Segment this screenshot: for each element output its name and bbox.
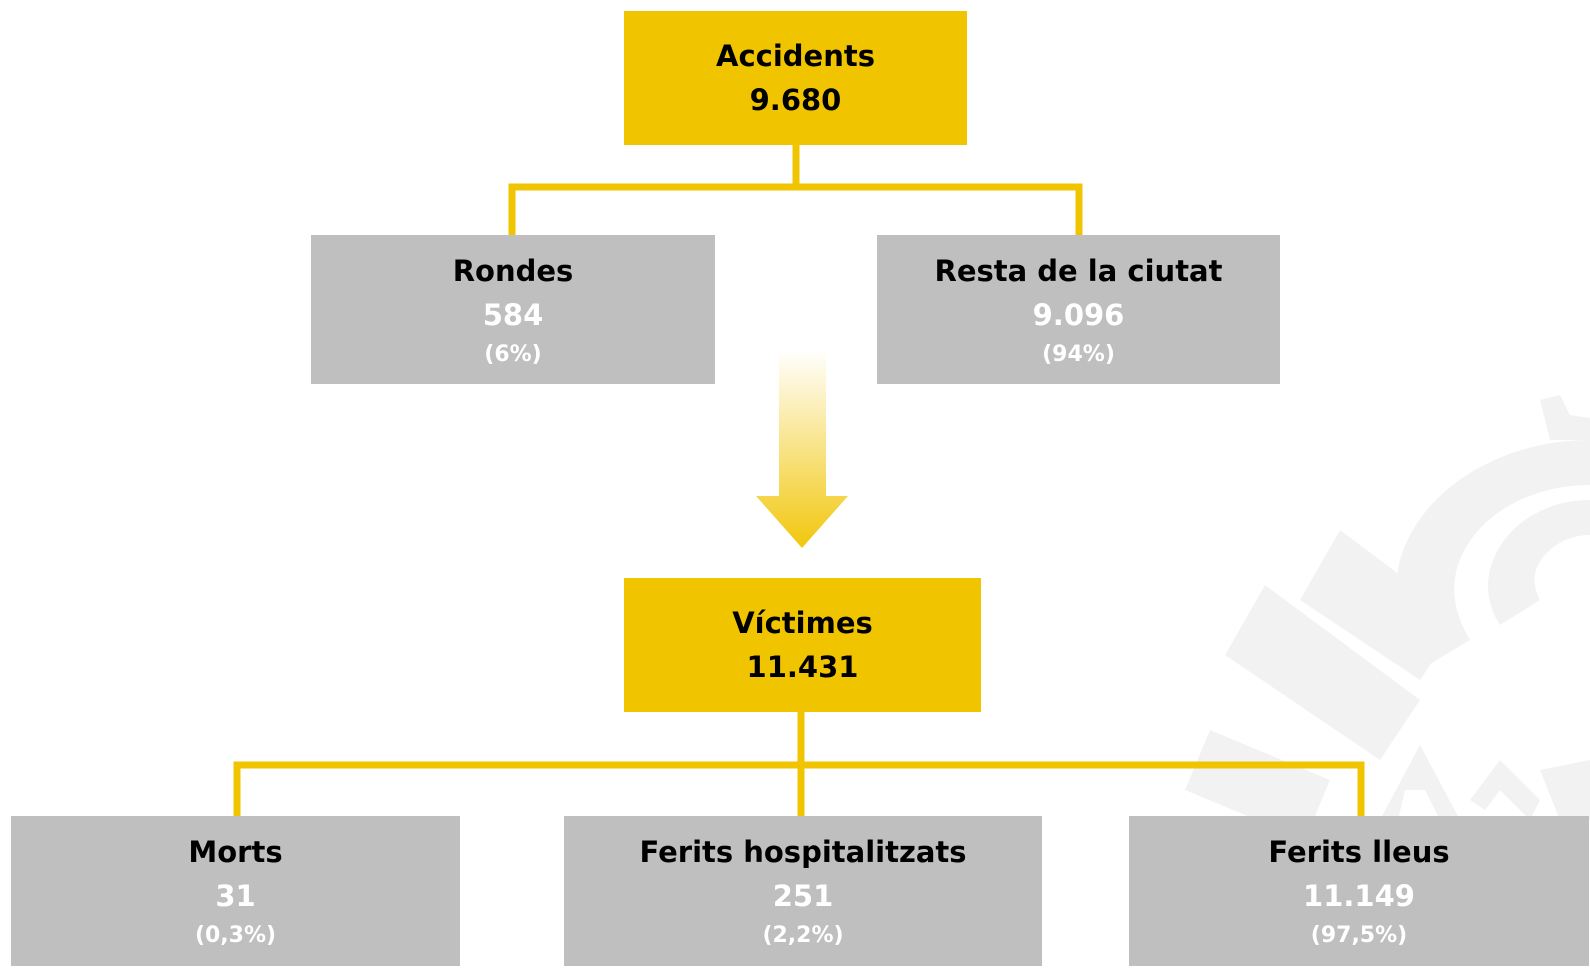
ferits-hospitalitzats-label: Ferits hospitalitzats — [639, 835, 967, 869]
rondes-value: 584 — [482, 298, 544, 332]
victimes-label: Víctimes — [732, 606, 873, 640]
resta-ciutat-value: 9.096 — [1032, 298, 1125, 332]
morts-value: 31 — [215, 879, 256, 913]
resta-ciutat-percent: (94%) — [1042, 342, 1115, 367]
accidents-label: Accidents — [716, 39, 875, 73]
down-arrow-icon — [756, 350, 848, 548]
morts-label: Morts — [188, 835, 283, 869]
ferits-hospitalitzats-box: Ferits hospitalitzats 251 (2,2%) — [564, 816, 1042, 966]
resta-ciutat-box: Resta de la ciutat 9.096 (94%) — [877, 235, 1280, 384]
ferits-lleus-label: Ferits lleus — [1268, 835, 1450, 869]
victimes-value: 11.431 — [746, 650, 859, 684]
ferits-hospitalitzats-value: 251 — [772, 879, 834, 913]
ferits-hospitalitzats-percent: (2,2%) — [762, 923, 844, 948]
accidents-box: Accidents 9.680 — [624, 11, 967, 145]
rondes-percent: (6%) — [484, 342, 542, 367]
morts-percent: (0,3%) — [194, 923, 277, 948]
victimes-box: Víctimes 11.431 — [624, 578, 981, 712]
accidents-value: 9.680 — [749, 83, 842, 117]
ferits-lleus-value: 11.149 — [1303, 879, 1415, 913]
ferits-lleus-percent: (97,5%) — [1310, 923, 1408, 948]
rondes-label: Rondes — [452, 254, 574, 288]
rondes-box: Rondes 584 (6%) — [311, 235, 715, 384]
ferits-lleus-box: Ferits lleus 11.149 (97,5%) — [1129, 816, 1589, 966]
morts-box: Morts 31 (0,3%) — [11, 816, 460, 966]
resta-ciutat-label: Resta de la ciutat — [934, 254, 1223, 288]
